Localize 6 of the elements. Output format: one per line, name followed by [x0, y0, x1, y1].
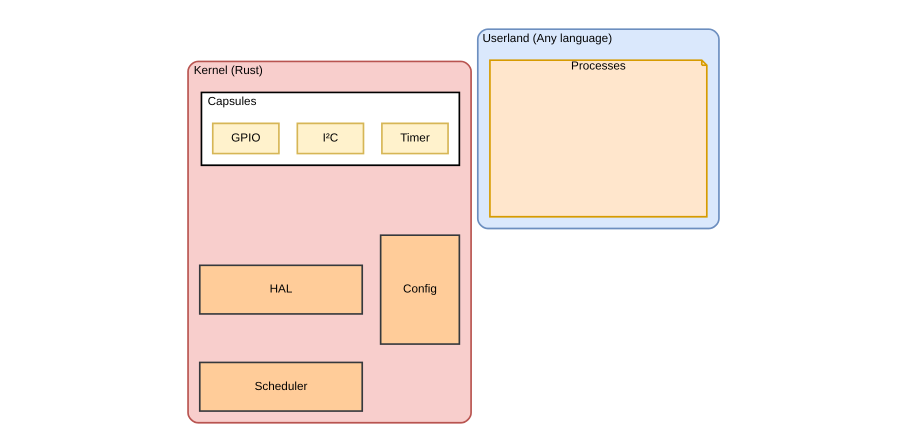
node-box: I²C [296, 122, 364, 154]
node-box: Config [379, 234, 460, 345]
node-box: GPIO [211, 122, 280, 154]
node-box: HAL [198, 264, 363, 315]
node-box: Scheduler [198, 362, 363, 412]
node-box: Timer [380, 122, 448, 154]
